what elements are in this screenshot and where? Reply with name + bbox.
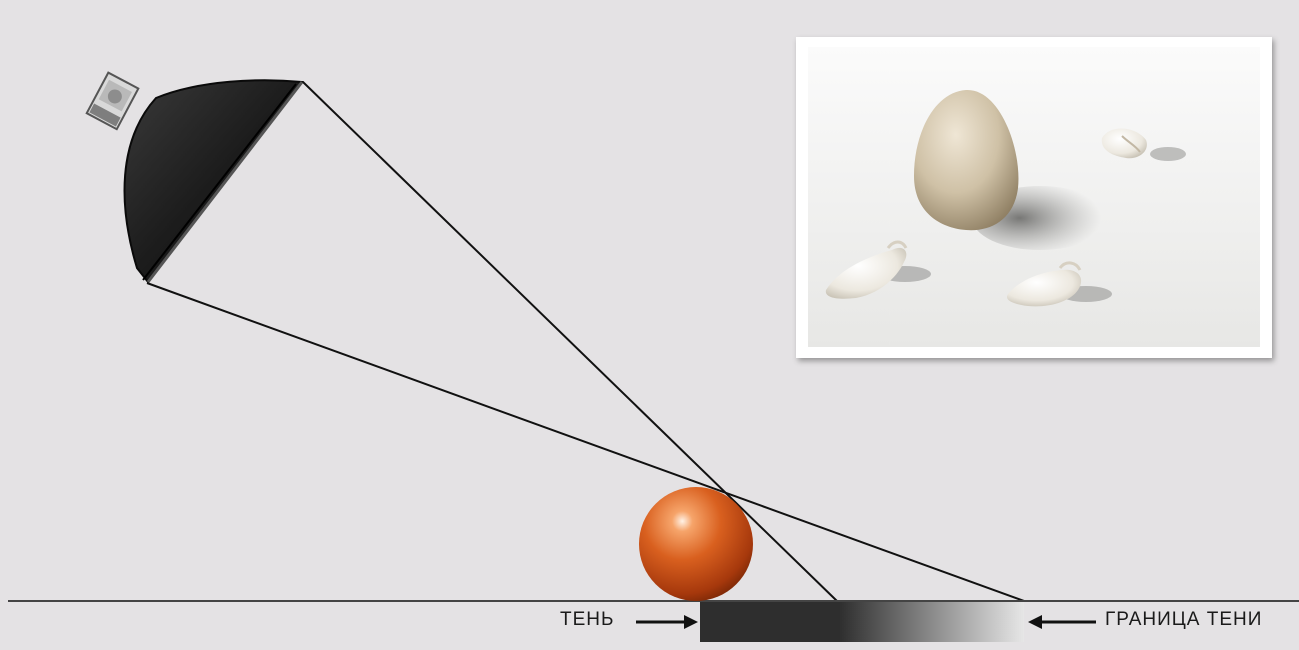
shadow-arrow — [636, 615, 698, 629]
shadow-label: ТЕНЬ — [560, 609, 614, 631]
softbox-icon — [87, 73, 302, 282]
sphere-icon — [639, 487, 753, 601]
umbra — [700, 602, 842, 642]
ray-upper — [303, 82, 838, 602]
shadow-edge-label: ГРАНИЦА ТЕНИ — [1105, 609, 1262, 631]
shadow-edge-arrow — [1028, 615, 1096, 629]
penumbra — [840, 602, 1024, 642]
shadow-area — [700, 602, 1024, 642]
